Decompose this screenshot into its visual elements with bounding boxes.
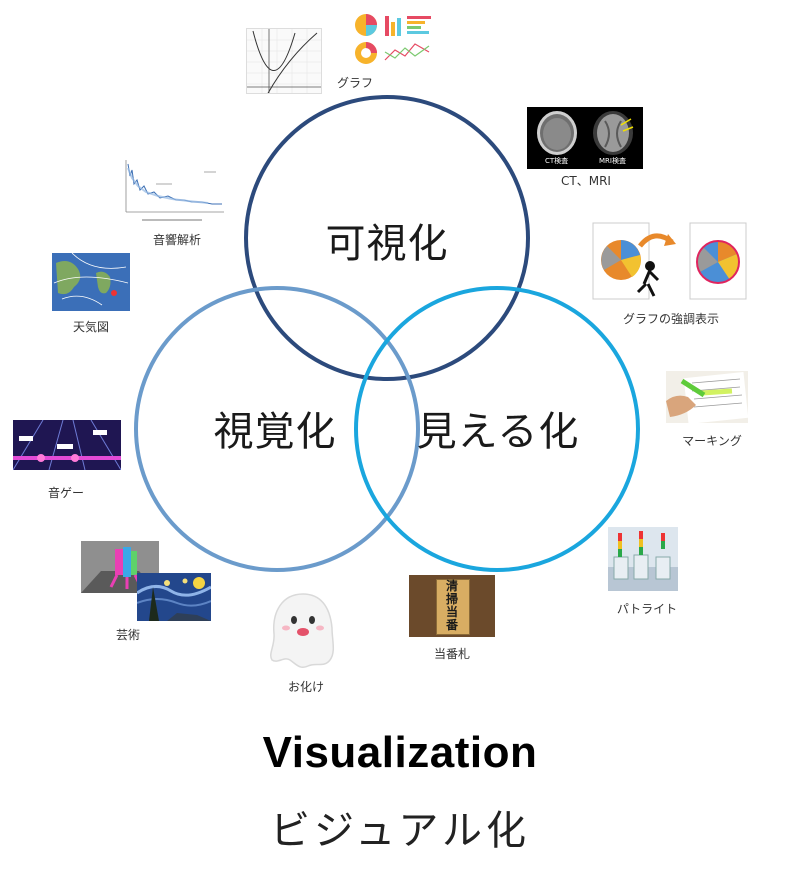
- circle-right: [354, 286, 640, 572]
- ghost-image: [264, 590, 342, 672]
- caption-patlite: パトライト: [616, 602, 678, 616]
- circle-left: [134, 286, 420, 572]
- duty-board-text: 清掃当番: [445, 579, 458, 632]
- mri-tag: MRI検査: [599, 157, 626, 165]
- ct-tag: CT検査: [545, 157, 569, 165]
- caption-ghost: お化け: [287, 680, 325, 694]
- caption-ct-mri: CT、MRI: [561, 174, 611, 188]
- label-left-circle: 視覚化: [213, 409, 337, 455]
- title-english: Visualization: [262, 728, 538, 777]
- circle-top: [244, 95, 530, 381]
- caption-graph: グラフ: [336, 76, 374, 90]
- sound-spectrum-image: [112, 156, 228, 226]
- caption-art: 芸術: [115, 628, 141, 642]
- caption-marking: マーキング: [682, 434, 742, 448]
- marking-image: [666, 371, 748, 423]
- graph-highlight-image: [592, 222, 748, 300]
- caption-rhythm-game: 音ゲー: [47, 486, 85, 500]
- venn-diagram: [134, 95, 640, 572]
- patlite-image: [608, 527, 678, 591]
- caption-duty-board: 当番札: [433, 647, 471, 661]
- caption-graph-highlight: グラフの強調表示: [622, 312, 720, 326]
- starry-night-image: [137, 573, 211, 621]
- title-japanese: ビジュアル化: [270, 808, 530, 854]
- caption-sound-analysis: 音響解析: [152, 233, 202, 247]
- caption-weather-map: 天気図: [72, 320, 110, 334]
- duty-board-image: 清掃当番: [409, 575, 495, 637]
- weather-map-image: [52, 253, 130, 311]
- rhythm-game-image: [13, 420, 121, 470]
- graph-charts-image: [353, 12, 435, 68]
- ct-mri-image: CT検査 MRI検査: [527, 107, 643, 169]
- graph-plot-image: [246, 28, 322, 94]
- label-top-circle: 可視化: [325, 221, 449, 267]
- label-right-circle: 見える化: [416, 409, 580, 455]
